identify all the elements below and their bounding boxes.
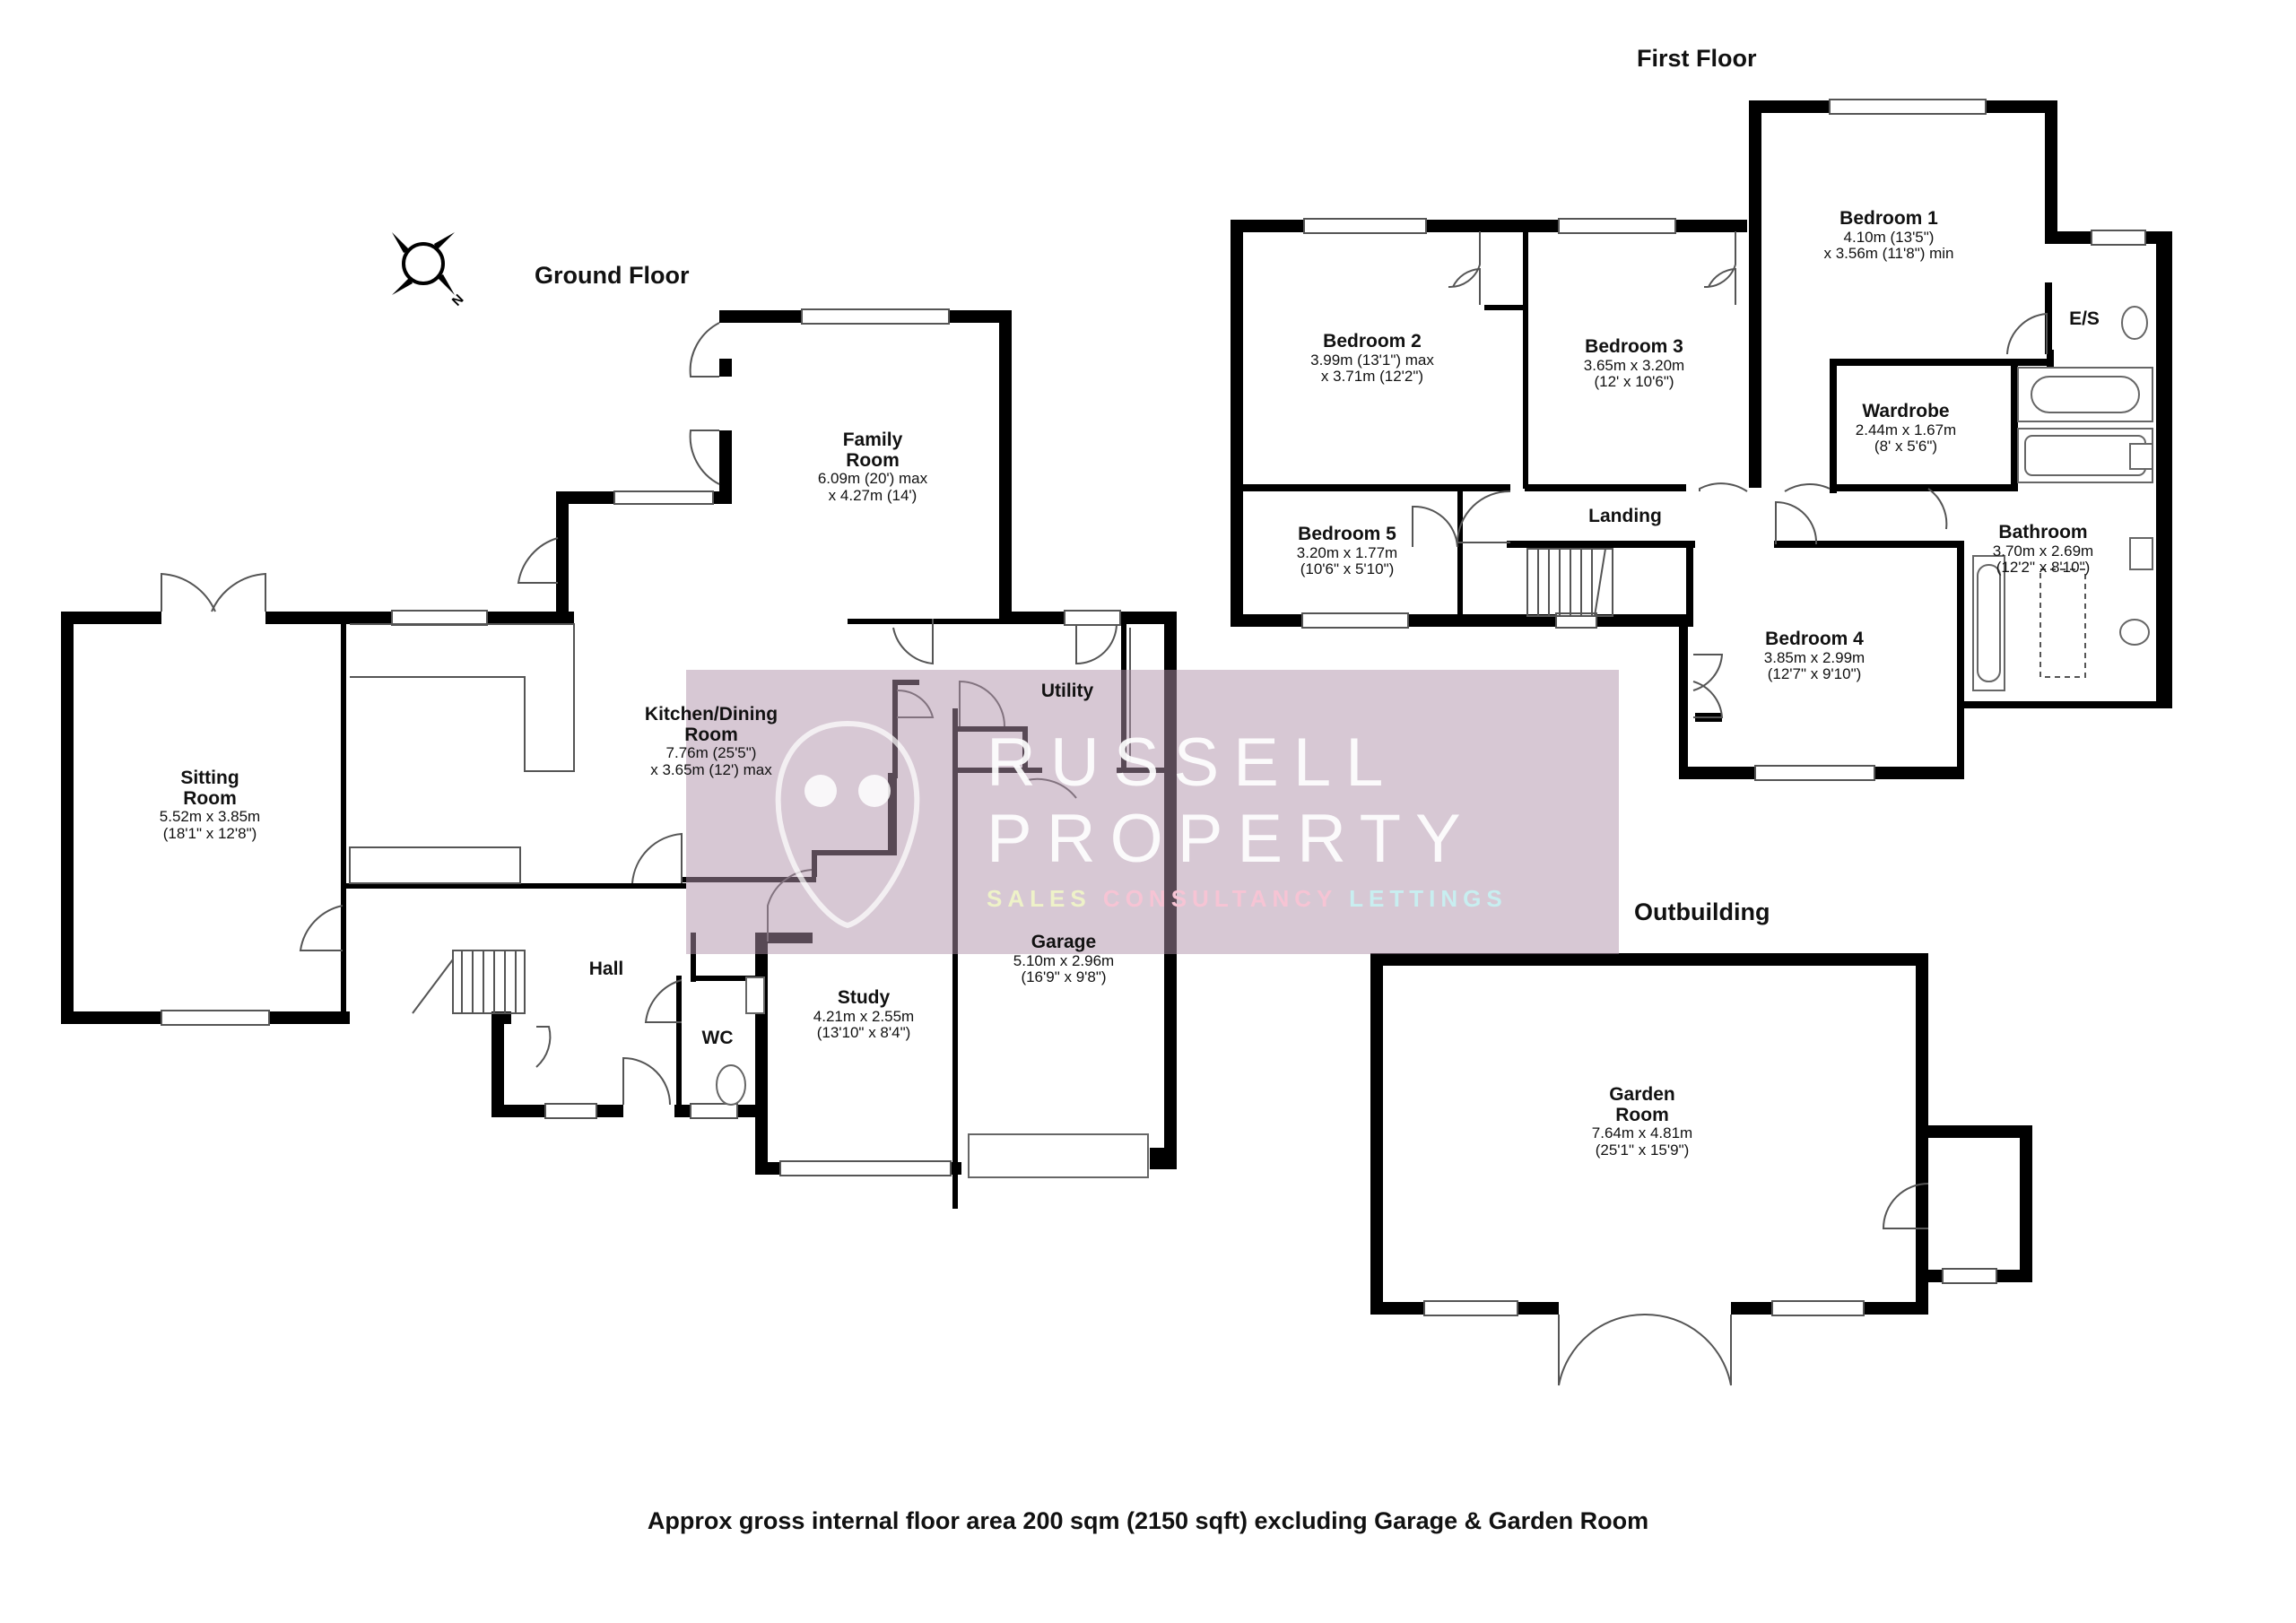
room-garage: Garage 5.10m x 2.96m(16'9" x 9'8")	[1013, 932, 1115, 986]
first-floor-doors	[1412, 231, 2048, 718]
watermark-tagline: SALES CONSULTANCY LETTINGS	[987, 885, 1508, 913]
room-bedroom-5: Bedroom 5 3.20m x 1.77m(10'6" x 5'10")	[1296, 524, 1398, 578]
wc-fittings	[716, 976, 765, 1106]
ground-floor-title: Ground Floor	[535, 262, 690, 289]
room-bathroom: Bathroom 3.70m x 2.69m(12'2" x 8'10")	[1992, 522, 2094, 577]
outbuilding-walls	[1370, 953, 2032, 1315]
outbuilding-doors	[1558, 1183, 1929, 1386]
watermark-property: PROPERTY	[987, 801, 1475, 877]
room-hall: Hall	[588, 959, 624, 979]
outbuilding-title: Outbuilding	[1634, 898, 1770, 925]
room-bedroom-3: Bedroom 3 3.65m x 3.20m(12' x 10'6")	[1583, 336, 1685, 391]
room-bedroom-4: Bedroom 4 3.85m x 2.99m(12'7" x 9'10")	[1763, 629, 1866, 683]
tag-lettings: LETTINGS	[1349, 885, 1508, 912]
first-stairs	[1526, 548, 1613, 617]
svg-text:N: N	[449, 291, 467, 309]
room-utility: Utility	[1040, 681, 1094, 701]
watermark-russell: RUSSELL	[987, 725, 1398, 801]
bathroom-fittings	[1972, 306, 2153, 691]
room-wardrobe: Wardrobe 2.44m x 1.67m(8' x 5'6")	[1855, 401, 1957, 456]
room-wc: WC	[701, 1028, 734, 1048]
ground-stairs	[412, 950, 526, 1014]
room-study: Study 4.21m x 2.55m(13'10" x 8'4")	[813, 987, 915, 1042]
room-landing: Landing	[1588, 506, 1662, 526]
watermark-panel: RUSSELL PROPERTY SALES CONSULTANCY LETTI…	[686, 670, 1619, 954]
room-ensuite: E/S	[2069, 308, 2100, 329]
kitchen-counters	[349, 623, 575, 884]
floor-area-footer: Approx gross internal floor area 200 sqm…	[647, 1507, 1649, 1534]
tag-consultancy: CONSULTANCY	[1102, 885, 1337, 912]
room-bedroom-1: Bedroom 1 4.10m (13'5")x 3.56m (11'8") m…	[1823, 208, 1954, 263]
first-floor-walls	[1231, 100, 2172, 779]
first-floor-title: First Floor	[1637, 45, 1757, 72]
owl-logo-icon	[775, 720, 920, 929]
tag-sales: SALES	[987, 885, 1091, 912]
first-floor-windows	[1301, 99, 2146, 781]
compass-icon: N	[392, 232, 466, 309]
outbuilding-windows	[1423, 1268, 1997, 1316]
